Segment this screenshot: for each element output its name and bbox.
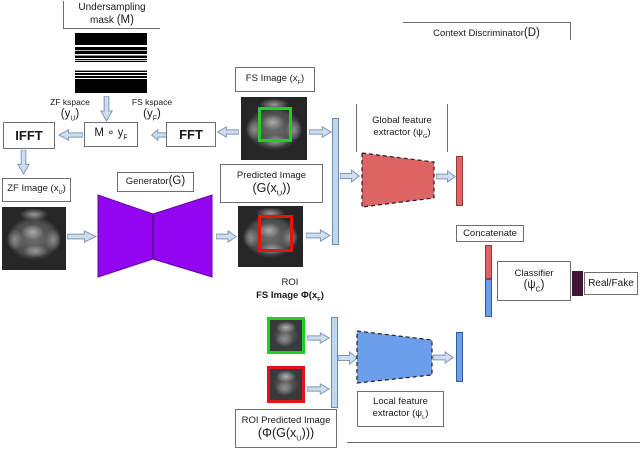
- roi-predicted-image: [267, 366, 305, 403]
- arrow-mask-to-hadamard-icon: [100, 96, 113, 122]
- classifier-box: Classifier (ψC): [497, 261, 571, 301]
- arrow-fsimage-to-fft-icon: [217, 126, 239, 138]
- predicted-image-label: Predicted Image (G(xU)): [220, 164, 323, 203]
- predicted-roi-red-box: [258, 215, 293, 252]
- context-discriminator-label: Context Discriminator (D): [403, 22, 571, 40]
- ifft-box: IFFT: [3, 122, 55, 149]
- predicted-mri-image: [238, 206, 303, 267]
- zf-kspace-label: ZF kspace (yU): [50, 97, 90, 123]
- arrow-localextractor-to-localfeat-icon: [433, 351, 454, 364]
- local-extractor-label: Local feature extractor (ψL): [357, 391, 444, 427]
- fft-box: FFT: [166, 122, 216, 147]
- undersampling-mask-image: [75, 33, 147, 93]
- roi-fs-image: [267, 317, 305, 354]
- fs-image-label: FS Image (xF): [235, 67, 315, 92]
- roi-fs-image-content: [270, 320, 302, 351]
- undersampling-mask-label: Undersampling mask (M): [63, 1, 160, 29]
- concat-bar-local-part: [485, 279, 492, 317]
- global-extractor-label: Global feature extractor (ψG): [356, 104, 448, 152]
- fs-roi-green-box: [258, 107, 292, 142]
- mask-stripe-block-bottom: [75, 70, 147, 93]
- global-feature-bar: [456, 156, 463, 206]
- zf-mri-image: [2, 207, 66, 270]
- global-extractor-network-shape: [360, 151, 436, 209]
- generator-label: Generator (G): [117, 172, 194, 192]
- undersampling-mask-label-line2: mask (M): [90, 13, 134, 26]
- hadamard-expression: M ∘ yF: [94, 126, 128, 141]
- arrow-fft-to-hadamard-icon: [151, 129, 167, 141]
- local-extractor-network-shape: [356, 329, 434, 385]
- classifier-output-bar: [572, 271, 583, 296]
- zf-image-label: ZF Image (xU): [2, 178, 71, 202]
- arrow-roifs-to-localbar-icon: [307, 332, 330, 344]
- arrow-fsimage-to-globalbar-icon: [309, 126, 332, 138]
- arrow-ifft-to-zfimage-icon: [17, 150, 30, 175]
- arrow-predicted-to-globalbar-icon: [306, 229, 331, 242]
- arrow-generator-to-predicted-icon: [216, 230, 237, 243]
- roi-fs-image-label: ROI FS Image Φ(xF): [256, 277, 324, 303]
- arrow-globalbar-to-globalextractor-icon: [340, 169, 360, 183]
- concat-bar-global-part: [485, 245, 492, 279]
- concatenate-box: Concatenate: [456, 225, 524, 242]
- real-fake-box: Real/Fake: [584, 272, 638, 295]
- arrow-zfimage-to-generator-icon: [67, 230, 97, 243]
- arrow-localbar-to-localextractor-icon: [338, 351, 358, 365]
- arrow-hadamard-to-ifft-icon: [58, 129, 83, 141]
- discriminator-bottom-line: [347, 442, 640, 443]
- local-feature-bar: [456, 332, 463, 382]
- hadamard-box: M ∘ yF: [84, 122, 138, 147]
- mask-stripe-block-top: [75, 33, 147, 62]
- concatenated-feature-bar: [485, 245, 492, 317]
- arrow-globalextractor-to-globalfeat-icon: [436, 170, 456, 183]
- undersampling-mask-label-line1: Undersampling: [78, 1, 146, 13]
- local-input-feature-bar: [331, 317, 338, 408]
- fs-kspace-label: FS kspace (yF): [131, 97, 173, 123]
- global-input-feature-bar: [332, 118, 339, 245]
- roi-predicted-label: ROI Predicted Image (Φ(G(xU))): [235, 409, 337, 448]
- roi-predicted-image-content: [270, 369, 302, 400]
- generator-network-shape: [97, 193, 214, 279]
- fs-mri-image: [241, 97, 307, 160]
- arrow-roipred-to-localbar-icon: [307, 383, 330, 395]
